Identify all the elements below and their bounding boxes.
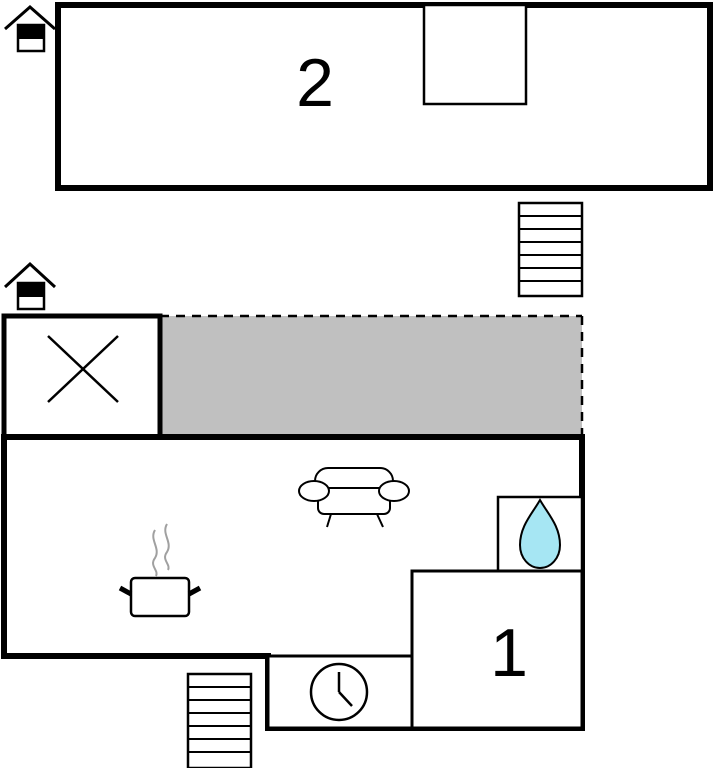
staircase-icon [186,672,253,768]
room-2-label: 2 [296,45,334,121]
ground-floor: 1 [1,261,585,768]
water-drop-icon [518,497,562,570]
upper-floor: 2 [4,2,713,298]
x-cross-icon [47,335,119,403]
room-1-label: 1 [490,615,528,691]
floor-level-house-icon [4,5,56,53]
sofa-icon [298,467,410,528]
covered-terrace [160,316,582,437]
open-void [1,313,163,440]
room-1-outline [410,569,584,730]
floor-level-house-icon [3,261,57,311]
clock-icon [309,662,369,722]
room-2-outline [55,2,713,191]
staircase-icon [517,201,584,298]
wardrobe [422,3,528,106]
cooking-pot-icon [118,523,202,618]
